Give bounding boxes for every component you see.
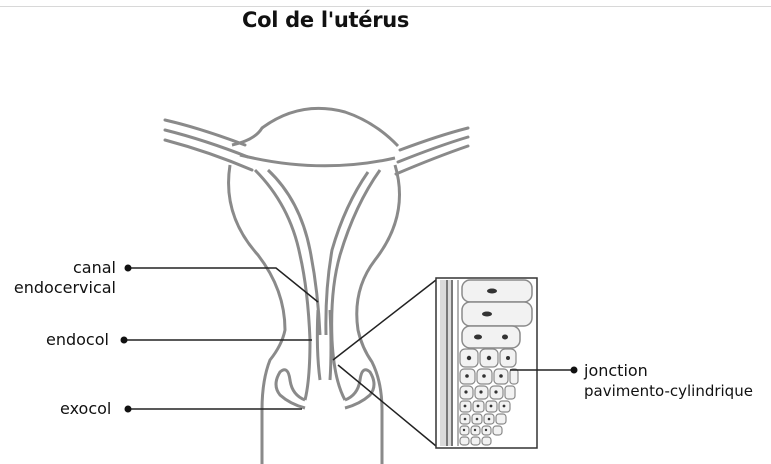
label-jonction-line1: jonction (584, 361, 753, 381)
dot-canal (125, 265, 132, 272)
label-canal-line1: canal (14, 258, 116, 278)
label-canal-endocervical: canal endocervical (14, 258, 116, 298)
label-jonction: jonction pavimento-cylindrique (584, 361, 753, 401)
uterus-fundus-inner (240, 155, 395, 166)
label-exocol: exocol (60, 399, 111, 419)
tissue-inset (436, 278, 537, 448)
label-jonction-line2: pavimento-cylindrique (584, 381, 753, 401)
exocol-folds (276, 370, 374, 408)
leader-canal (128, 268, 318, 302)
dot-exocol (125, 406, 132, 413)
uterus-fundus (232, 108, 398, 146)
zoom-lines (333, 280, 436, 446)
dot-endocol (121, 337, 128, 344)
uterus-outer-wall (229, 165, 400, 464)
label-endocol: endocol (46, 330, 109, 350)
dot-jonction (571, 367, 578, 374)
label-canal-line2: endocervical (14, 278, 116, 298)
